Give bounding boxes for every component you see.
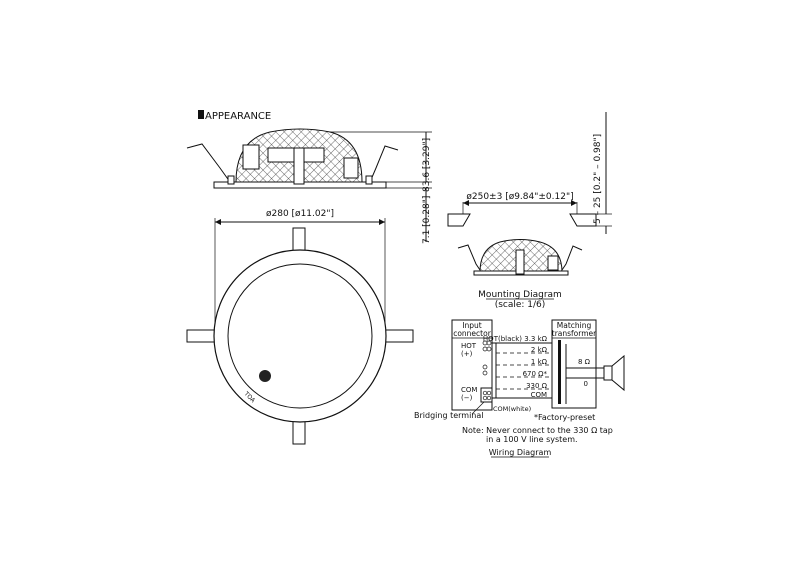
mounting-diagram: ø250±3 [ø9.84"±0.12"] 5 – 25 [0.2" – 0.9… [447, 112, 612, 310]
svg-text:connector: connector [453, 329, 491, 338]
svg-text:COM(white): COM(white) [493, 405, 531, 413]
svg-text:ø250±3 [ø9.84"±0.12"]: ø250±3 [ø9.84"±0.12"] [466, 192, 573, 202]
svg-text:(+): (+) [461, 350, 473, 358]
svg-text:transformer: transformer [552, 329, 597, 338]
svg-text:HOT: HOT [461, 342, 477, 350]
svg-text:ø280 [ø11.02"]: ø280 [ø11.02"] [266, 209, 334, 219]
svg-text:(scale: 1/6): (scale: 1/6) [495, 300, 546, 310]
svg-text:*Factory-preset: *Factory-preset [534, 413, 595, 422]
svg-text:COM: COM [531, 391, 547, 399]
svg-text:2 kΩ: 2 kΩ [531, 346, 548, 354]
svg-text:in a 100 V line system.: in a 100 V line system. [486, 435, 578, 444]
wiring-diagram: Input connector HOT (+) COM (−) Matching… [414, 319, 625, 458]
dimension-height: 83.6 [3.29"] 7.1 [0.28"] [330, 131, 432, 244]
svg-text:Input: Input [462, 321, 481, 330]
svg-text:COM: COM [461, 386, 477, 394]
speaker-side-view [186, 128, 399, 189]
appearance-heading: APPEARANCE [198, 110, 271, 122]
svg-text:Wiring Diagram: Wiring Diagram [489, 448, 552, 457]
svg-text:0: 0 [584, 380, 588, 388]
svg-text:(−): (−) [461, 394, 473, 402]
svg-text:8 Ω: 8 Ω [578, 358, 591, 366]
svg-text:HOT(black) 3.3 kΩ: HOT(black) 3.3 kΩ [483, 335, 548, 343]
svg-text:Note: Never connect to the 330: Note: Never connect to the 330 Ω tap [462, 426, 613, 435]
svg-text:Matching: Matching [557, 321, 592, 330]
svg-text:Mounting Diagram: Mounting Diagram [478, 290, 562, 300]
svg-text:Bridging terminal: Bridging terminal [414, 411, 484, 420]
svg-text:670 Ω*: 670 Ω* [523, 370, 548, 378]
svg-text:1 kΩ: 1 kΩ [531, 358, 548, 366]
svg-text:7.1 [0.28"]: 7.1 [0.28"] [422, 196, 432, 244]
svg-text:APPEARANCE: APPEARANCE [205, 111, 271, 122]
speaker-front-view: ø280 [ø11.02"] TOA [186, 209, 414, 445]
svg-text:330 Ω: 330 Ω [526, 382, 548, 390]
svg-text:5 – 25 [0.2" – 0.98"]: 5 – 25 [0.2" – 0.98"] [593, 134, 603, 224]
svg-text:83.6 [3.29"]: 83.6 [3.29"] [422, 138, 432, 192]
